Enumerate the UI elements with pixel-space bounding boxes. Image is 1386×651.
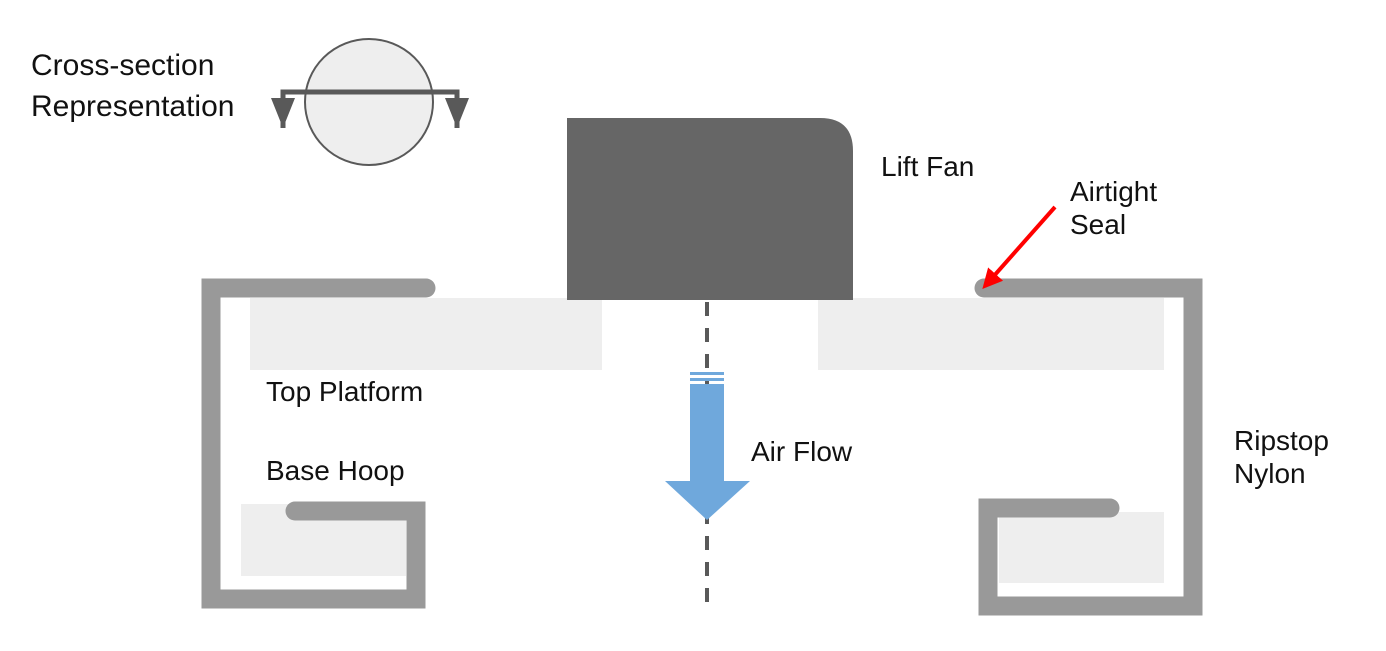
air-flow-arrow-icon <box>665 372 750 520</box>
top-platform-label: Top Platform <box>266 376 423 407</box>
base-hoop-label: Base Hoop <box>266 455 405 486</box>
cross-section-label-line1: Cross-section <box>31 49 214 82</box>
top-platform-right <box>818 298 1164 370</box>
section-disc <box>304 38 434 166</box>
cross-section-icon <box>271 38 469 166</box>
ripstop-nylon-label-line1: Ripstop <box>1234 425 1329 456</box>
section-arrow-right-icon <box>445 98 469 128</box>
lift-fan-body <box>567 118 853 300</box>
airtight-seal-label-line1: Airtight <box>1070 176 1157 207</box>
air-flow-label: Air Flow <box>751 436 853 467</box>
airtight-seal-label-line2: Seal <box>1070 209 1126 240</box>
nylon-skirt-right <box>974 278 1203 616</box>
cross-section-label-line2: Representation <box>31 90 234 123</box>
airtight-seal-pointer-icon <box>982 205 1057 289</box>
nylon-skirt-left <box>201 278 436 609</box>
base-hoop-right <box>999 512 1164 583</box>
top-platform-left <box>250 298 602 370</box>
ripstop-nylon-label-line2: Nylon <box>1234 458 1306 489</box>
section-arrow-left-icon <box>271 98 295 128</box>
lift-fan-label: Lift Fan <box>881 151 974 182</box>
